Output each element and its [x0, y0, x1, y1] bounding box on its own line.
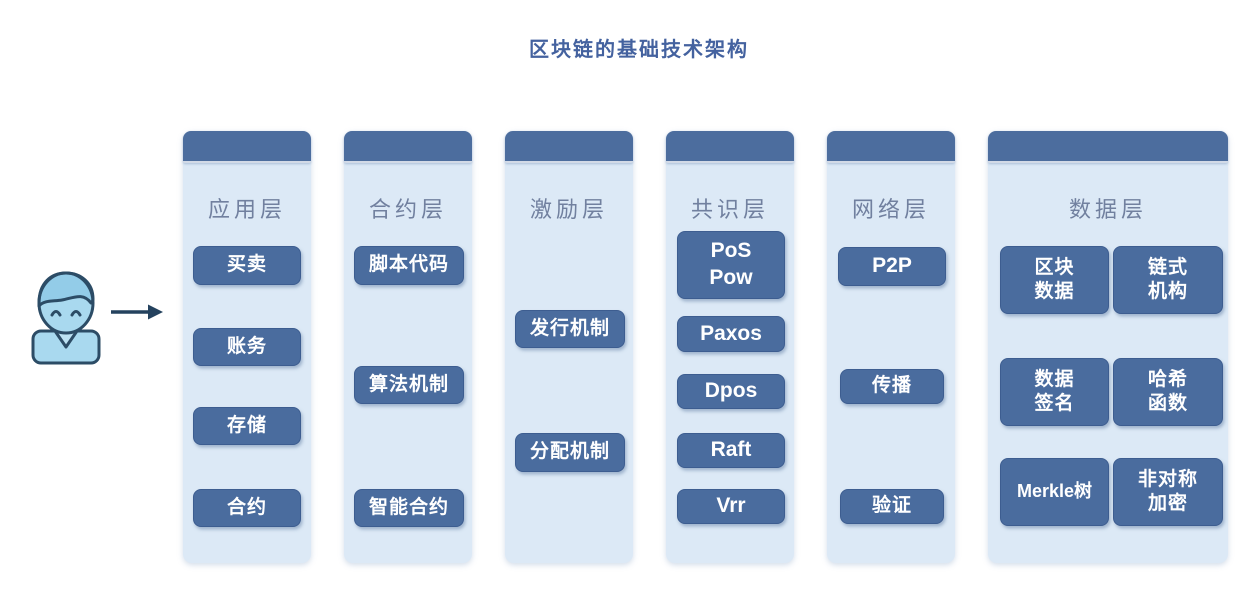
layer-column-incentive: 激励层 发行机制 分配机制 [505, 131, 633, 563]
layer-node: Dpos [677, 374, 785, 409]
diagram-title: 区块链的基础技术架构 [529, 39, 749, 61]
layer-node: 脚本代码 [354, 246, 464, 285]
layer-title: 合约层 [368, 197, 447, 222]
person-icon [31, 271, 101, 365]
layer-column-data: 数据层 区块 数据 链式 机构 数据 签名 哈希 函数 Merkle树 非对称 … [988, 131, 1228, 563]
layer-node: 合约 [193, 489, 301, 527]
layer-node: 传播 [840, 369, 944, 404]
layer-header-bar [666, 131, 794, 163]
layer-header-bar [827, 131, 955, 163]
layer-column-application: 应用层 买卖 账务 存储 合约 [183, 131, 311, 563]
layer-node: 发行机制 [515, 310, 625, 348]
layer-node: 区块 数据 [1000, 246, 1109, 314]
layer-node: Raft [677, 433, 785, 468]
layer-node: 算法机制 [354, 366, 464, 404]
layer-node: 智能合约 [354, 489, 464, 527]
layer-column-consensus: 共识层 PoS Pow Paxos Dpos Raft Vrr [666, 131, 794, 563]
layer-header-bar [988, 131, 1228, 163]
layer-node: 验证 [840, 489, 944, 524]
layer-title: 数据层 [1068, 197, 1147, 222]
layer-title: 网络层 [851, 197, 930, 222]
layer-node: Vrr [677, 489, 785, 524]
layer-node: 数据 签名 [1000, 358, 1109, 426]
layer-node: 存储 [193, 407, 301, 445]
layer-column-network: 网络层 P2P 传播 验证 [827, 131, 955, 563]
layer-node: 买卖 [193, 246, 301, 285]
layer-title: 激励层 [529, 197, 608, 222]
layer-node: Paxos [677, 316, 785, 352]
layer-node: 哈希 函数 [1113, 358, 1223, 426]
layer-node: Merkle树 [1000, 458, 1109, 526]
layer-node: 账务 [193, 328, 301, 366]
layer-header-bar [344, 131, 472, 163]
layer-node: PoS Pow [677, 231, 785, 299]
layer-header-bar [505, 131, 633, 163]
layer-title: 应用层 [207, 197, 286, 222]
layer-column-contract: 合约层 脚本代码 算法机制 智能合约 [344, 131, 472, 563]
layer-header-bar [183, 131, 311, 163]
layer-node: 非对称 加密 [1113, 458, 1223, 526]
layer-node: 链式 机构 [1113, 246, 1223, 314]
layer-title: 共识层 [690, 197, 769, 222]
layer-node: 分配机制 [515, 433, 625, 472]
right-arrow-icon [111, 304, 163, 320]
layer-node: P2P [838, 247, 946, 286]
